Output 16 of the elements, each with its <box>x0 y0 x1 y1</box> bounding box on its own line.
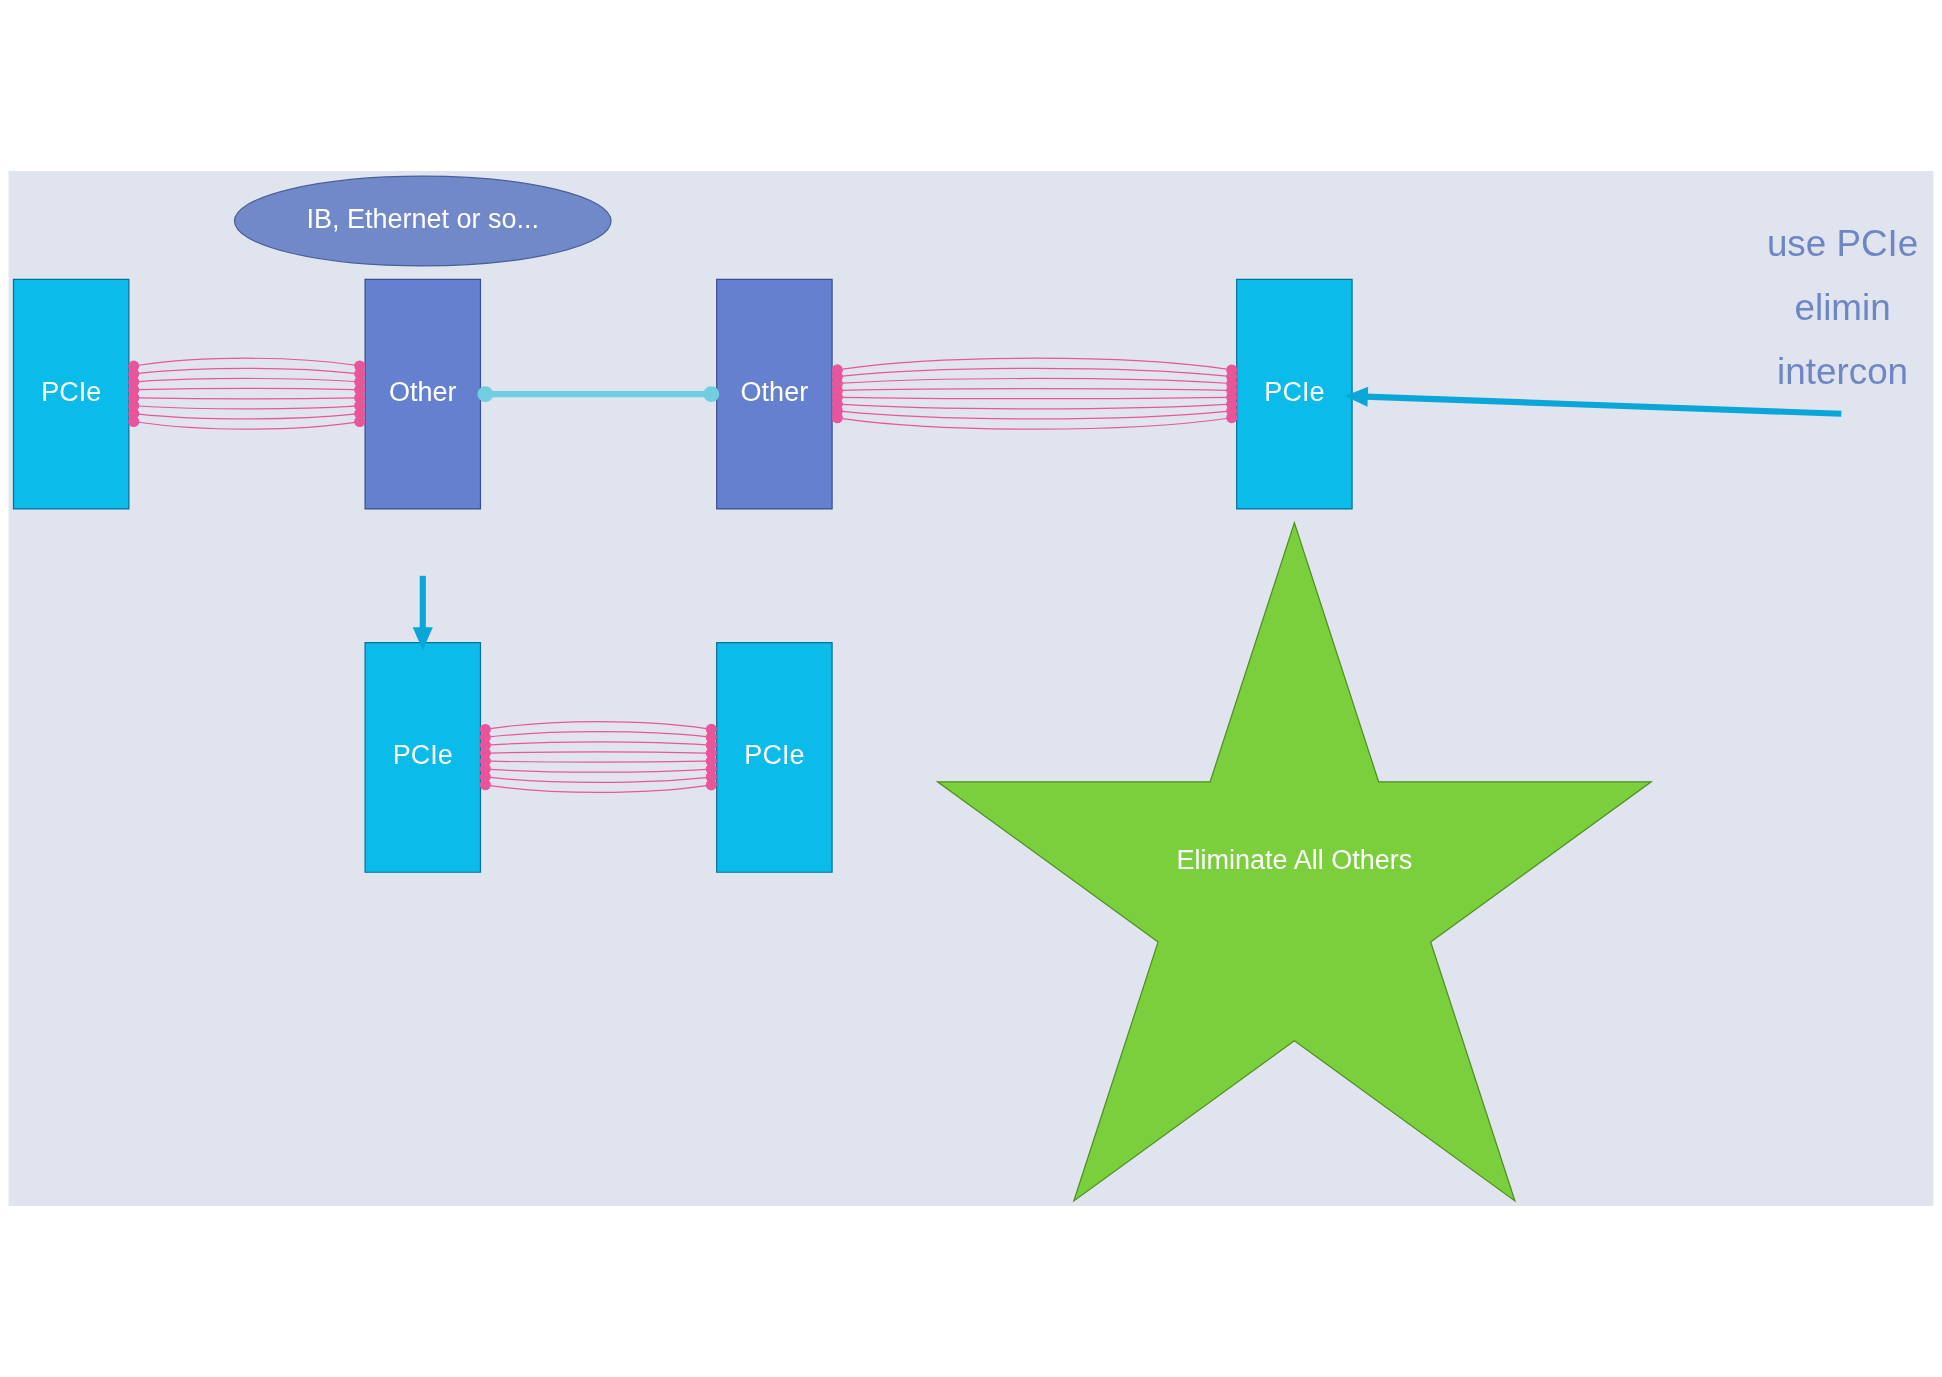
node-ellipse: IB, Ethernet or so... <box>233 175 612 267</box>
node-box: Other <box>364 278 482 510</box>
connector <box>479 720 717 735</box>
connector <box>128 357 366 372</box>
node-box: PCIe <box>364 642 482 873</box>
connector <box>831 357 1238 376</box>
label: use PCIe <box>1766 223 1919 265</box>
node-box: PCIe <box>12 278 130 510</box>
arrow <box>1344 386 1842 417</box>
node-box: PCIe <box>716 642 833 873</box>
arrow <box>412 575 433 651</box>
label: elimin <box>1794 286 1891 328</box>
node-box: Other <box>716 278 833 510</box>
node-box: PCIe <box>1236 278 1353 510</box>
connector <box>477 386 720 403</box>
label: intercon <box>1777 350 1909 392</box>
